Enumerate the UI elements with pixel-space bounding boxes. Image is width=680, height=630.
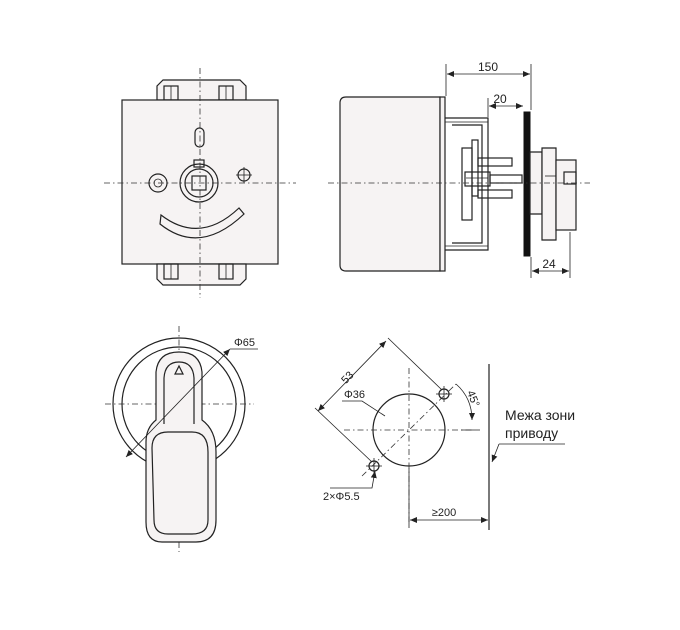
left-screw — [148, 173, 168, 193]
dim-24-label: 24 — [542, 257, 556, 271]
bottom-bracket — [156, 263, 247, 286]
dim-phi65-label: Φ65 — [234, 337, 255, 349]
dim-20-label: 20 — [493, 92, 507, 106]
indicator-slot — [194, 127, 205, 148]
shaft-outer — [179, 163, 219, 203]
handle-view: Φ65 — [105, 326, 258, 552]
dim-150-label: 150 — [478, 60, 498, 74]
panel-cutout-view: 53 Φ36 45° 2×Φ5.5 ≥200 Межа зони приводу — [314, 337, 575, 530]
front-view — [104, 68, 296, 298]
dim-45-label: 45° — [464, 389, 481, 409]
dim-mount-holes-label: 2×Φ5.5 — [323, 491, 360, 503]
dim-200-label: ≥200 — [432, 507, 456, 519]
shaft-inner — [184, 168, 214, 198]
dim-53-label: 53 — [339, 369, 356, 386]
side-view: 150 20 24 — [328, 60, 590, 278]
top-bracket — [156, 79, 247, 101]
mounting-panel — [523, 111, 531, 257]
dim-phi36-label: Φ36 — [344, 389, 365, 401]
dim-phi65-leader — [125, 348, 231, 458]
handle-lever — [145, 351, 217, 543]
drive-zone-label-line2: приводу — [505, 425, 558, 441]
shaft-square — [191, 175, 207, 191]
arc-slot — [159, 207, 245, 239]
side-body — [339, 96, 441, 272]
drive-zone-label-line1: Межа зони — [505, 407, 575, 423]
dim-45-arc — [455, 383, 475, 421]
dim-53-line — [317, 340, 387, 412]
